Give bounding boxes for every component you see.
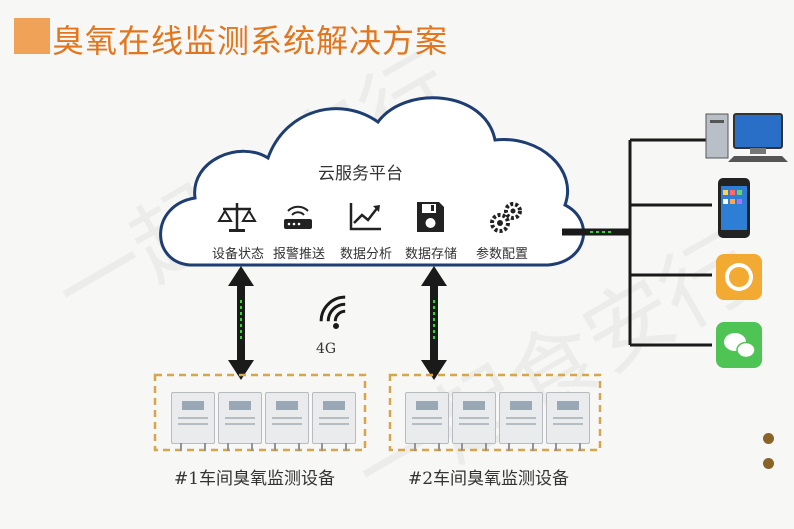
ozone-monitor-device bbox=[265, 392, 309, 451]
group-label-workshop-1: #1车间臭氧监测设备 bbox=[174, 469, 336, 489]
architecture-diagram bbox=[153, 96, 788, 452]
smartphone-icon bbox=[718, 178, 750, 238]
group-box-1 bbox=[153, 373, 367, 452]
ozone-monitor-device bbox=[499, 392, 543, 451]
feature-label-alarm-push: 报警推送 bbox=[272, 247, 325, 262]
group-label-workshop-2: #2车间臭氧监测设备 bbox=[408, 469, 570, 489]
scale-icon bbox=[217, 199, 257, 235]
wifi-icon bbox=[319, 295, 346, 329]
feature-label-data-analysis: 数据分析 bbox=[339, 247, 392, 262]
feature-label-parameter-config: 参数配置 bbox=[475, 247, 528, 262]
double-arrow-right bbox=[421, 266, 447, 380]
message-app-icon bbox=[716, 254, 762, 300]
line-chart-icon bbox=[345, 199, 385, 235]
router-icon bbox=[278, 199, 318, 235]
page-title: 臭氧在线监测系统解决方案 bbox=[52, 22, 449, 60]
cloud-shape bbox=[159, 96, 585, 267]
group-box-2 bbox=[388, 373, 602, 452]
title-accent-block bbox=[14, 18, 50, 54]
nav-dot[interactable] bbox=[763, 433, 774, 444]
ozone-monitor-device bbox=[405, 392, 449, 451]
feature-label-device-status: 设备状态 bbox=[211, 247, 264, 262]
feature-label-data-storage: 数据存储 bbox=[404, 247, 457, 262]
desktop-computer-icon bbox=[705, 113, 788, 162]
ozone-monitor-device bbox=[171, 392, 215, 451]
network-4g-label: 4G bbox=[316, 341, 337, 357]
ozone-monitor-device bbox=[452, 392, 496, 451]
ozone-monitor-device bbox=[218, 392, 262, 451]
cloud-platform-title: 云服务平台 bbox=[318, 164, 403, 184]
ozone-monitor-device bbox=[546, 392, 590, 451]
ozone-monitor-device bbox=[312, 392, 356, 451]
gears-icon bbox=[487, 199, 527, 235]
floppy-disk-icon bbox=[410, 199, 450, 235]
double-arrow-left bbox=[228, 266, 254, 380]
nav-dot[interactable] bbox=[763, 458, 774, 469]
wechat-icon bbox=[716, 322, 762, 368]
